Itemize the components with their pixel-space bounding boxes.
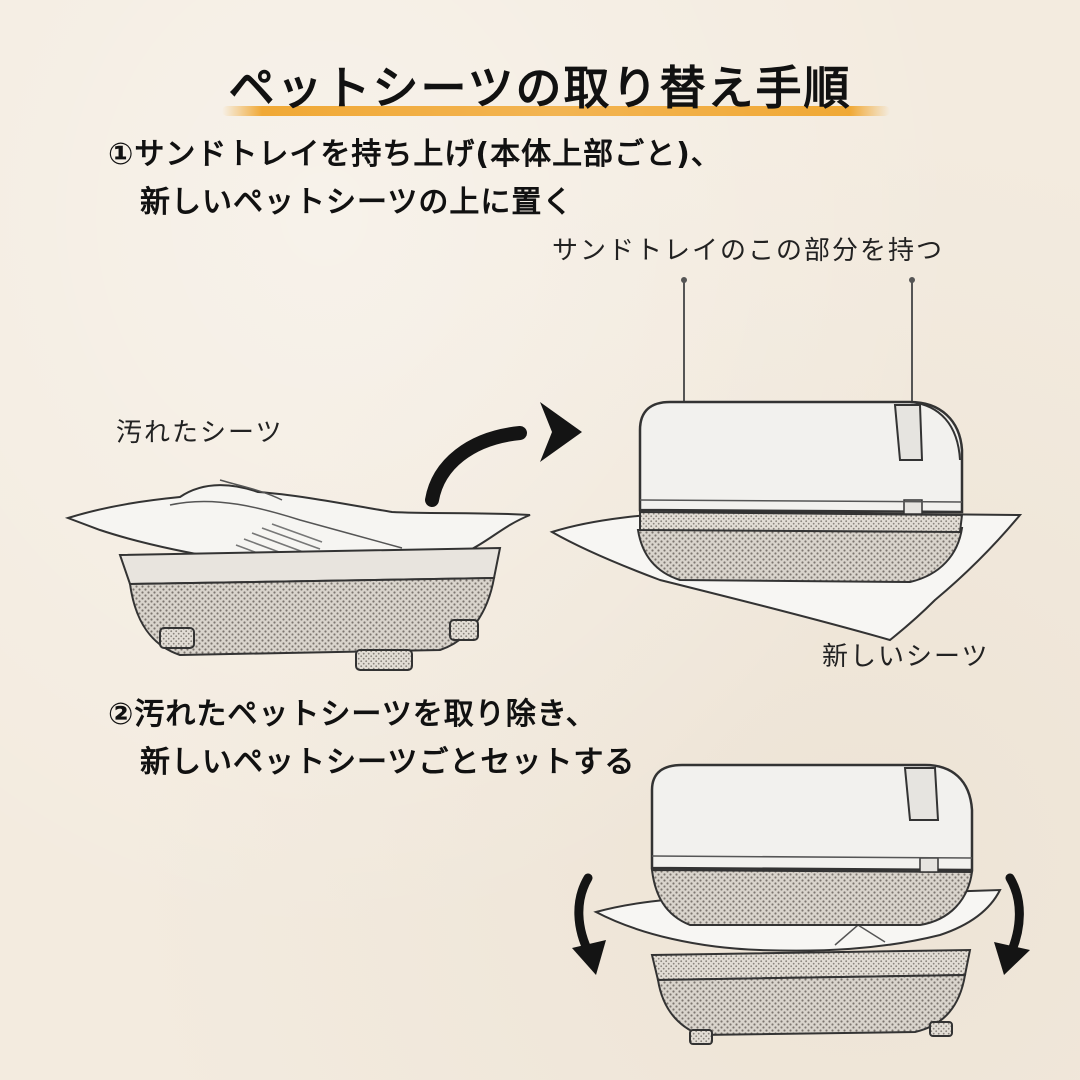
down-arrow-left-icon (572, 873, 606, 975)
base-tray (656, 973, 967, 1037)
curved-arrow-icon (425, 402, 582, 507)
down-arrow-right-icon (994, 873, 1030, 975)
dirty-tray-body (128, 576, 496, 657)
label-dirty-sheet: 汚れたシーツ (116, 418, 284, 448)
label-hold-part: サンドトレイのこの部分を持つ (552, 236, 945, 266)
title-highlight (222, 106, 890, 116)
title-wrapper: ペットシーツの取り替え手順 (0, 52, 1080, 118)
page-title: ペットシーツの取り替え手順 (228, 61, 852, 115)
set-house-top (650, 763, 974, 872)
dirty-tray-illustration (64, 479, 531, 671)
step1-line2: 新しいペットシーツの上に置く (140, 185, 574, 220)
step2-line2: 新しいペットシーツごとセットする (140, 745, 636, 780)
set-house-illustration (593, 763, 1002, 1045)
lifted-house-illustration (549, 277, 1023, 642)
step2-line1: ②汚れたペットシーツを取り除き、 (108, 697, 597, 732)
step1-line1: ①サンドトレイを持ち上げ(本体上部ごと)、 (108, 137, 722, 172)
label-new-sheet: 新しいシーツ (822, 642, 990, 672)
